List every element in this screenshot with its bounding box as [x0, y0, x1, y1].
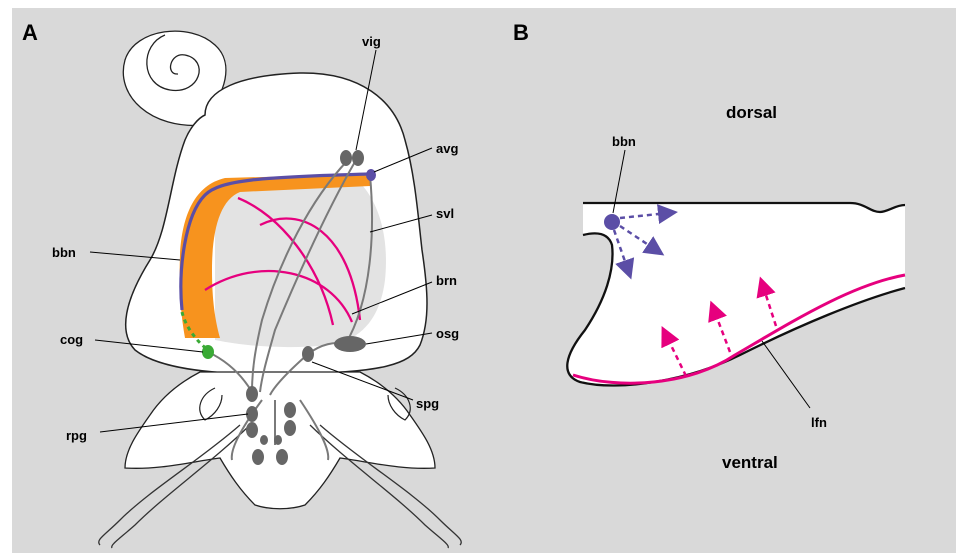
label-lfn: lfn [811, 415, 827, 430]
osg-ganglion [334, 336, 366, 352]
label-vig: vig [362, 34, 381, 49]
rpg-ganglion-left [252, 449, 264, 465]
visceral-region [215, 178, 386, 347]
spg-ganglion [302, 346, 314, 362]
label-osg: osg [436, 326, 459, 341]
panel-a-letter: A [22, 20, 38, 45]
label-brn: brn [436, 273, 457, 288]
rpg-ganglion-right [276, 449, 288, 465]
cog-ganglion [202, 345, 214, 359]
pedal-ganglion-right-2 [284, 420, 296, 436]
vig-ganglion-right [352, 150, 364, 166]
panel-b-letter: B [513, 20, 529, 45]
pedal-ganglion-left-2 [246, 422, 258, 438]
label-dorsal: dorsal [726, 103, 777, 122]
cerebral-ganglion-left [246, 386, 258, 402]
label-bbn-b: bbn [612, 134, 636, 149]
label-rpg: rpg [66, 428, 87, 443]
label-bbn: bbn [52, 245, 76, 260]
panel-a: A [22, 20, 461, 548]
bbn-node [604, 214, 620, 230]
buccal-ganglion-1 [260, 435, 268, 445]
panel-b: B dorsal ventral [513, 20, 905, 472]
label-ventral: ventral [722, 453, 778, 472]
label-avg: avg [436, 141, 458, 156]
avg-ganglion [366, 169, 376, 181]
label-svl: svl [436, 206, 454, 221]
vig-ganglion-left [340, 150, 352, 166]
buccal-ganglion-2 [274, 435, 282, 445]
pedal-ganglion-right-1 [284, 402, 296, 418]
label-spg: spg [416, 396, 439, 411]
label-cog: cog [60, 332, 83, 347]
